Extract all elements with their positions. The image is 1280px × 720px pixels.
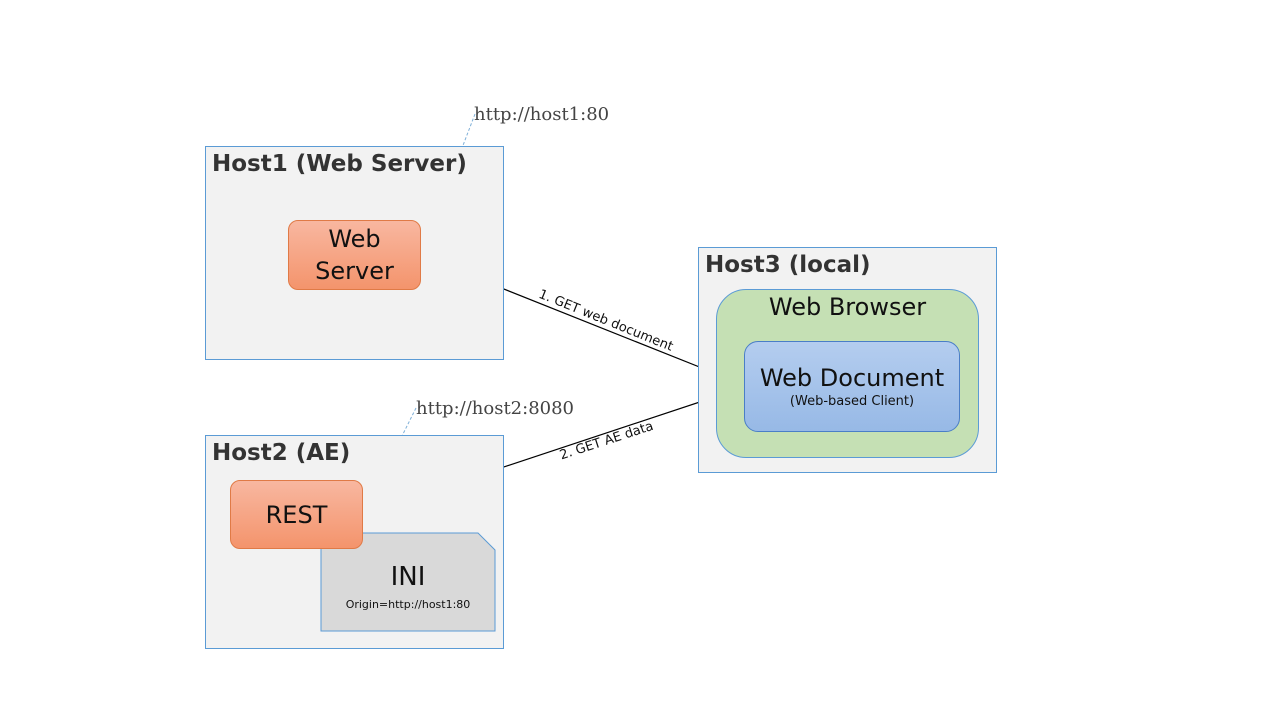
- host3-title: Host3 (local): [705, 252, 871, 278]
- host2-title: Host2 (AE): [212, 440, 351, 466]
- host2-url: http://host2:8080: [416, 398, 575, 419]
- web-browser-label: Web Browser: [768, 293, 927, 321]
- ini-origin: Origin=http://host1:80: [345, 598, 471, 611]
- rest-node[interactable]: REST: [230, 480, 363, 549]
- web-document-node[interactable]: Web Document (Web-based Client): [744, 341, 960, 432]
- web-document-label: Web Document: [759, 364, 945, 392]
- ini-title: INI: [390, 562, 426, 592]
- web-server-label: Web Server: [315, 225, 394, 285]
- web-server-node[interactable]: Web Server: [288, 220, 421, 290]
- web-document-sublabel: (Web-based Client): [789, 394, 915, 409]
- ini-node[interactable]: INI Origin=http://host1:80: [321, 548, 495, 628]
- host1-url: http://host1:80: [474, 104, 610, 125]
- rest-label: REST: [265, 500, 328, 529]
- host1-title: Host1 (Web Server): [212, 151, 467, 177]
